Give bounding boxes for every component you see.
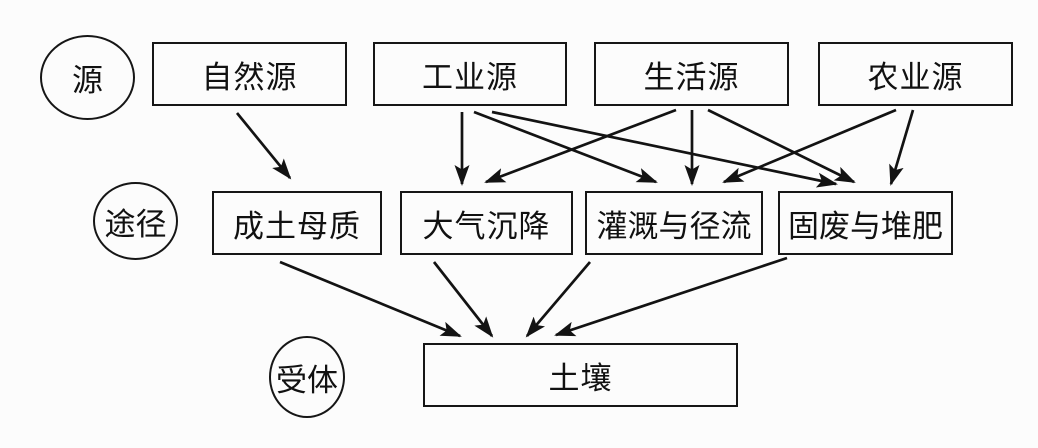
edge-domestic-to-solid-waste-compost	[707, 108, 856, 184]
row-label-pathways: 途径	[93, 182, 178, 260]
node-solid-waste-compost: 固废与堆肥	[778, 191, 953, 255]
node-irrigation-runoff: 灌溉与径流	[585, 191, 763, 255]
edge-atmospheric-deposition-to-soil	[432, 261, 494, 338]
edge-natural-to-parent-material	[235, 112, 292, 180]
edge-parent-material-to-soil	[279, 260, 462, 338]
node-agricultural-source: 农业源	[818, 42, 1013, 106]
node-parent-material: 成土母质	[212, 191, 382, 255]
row-label-sources: 源	[40, 35, 135, 120]
node-atmospheric-deposition: 大气沉降	[400, 191, 573, 255]
node-domestic-source: 生活源	[594, 42, 789, 106]
node-industrial-source: 工业源	[373, 42, 567, 106]
node-soil: 土壤	[423, 343, 738, 407]
edge-industry-to-solid-waste-compost	[491, 110, 838, 188]
edge-solid-waste-compost-to-soil	[554, 256, 788, 337]
row-label-receptor: 受体	[269, 336, 345, 418]
edge-irrigation-runoff-to-soil	[525, 261, 592, 338]
node-natural-source: 自然源	[152, 42, 347, 106]
edge-industry-to-irrigation-runoff	[473, 110, 658, 184]
edge-agriculture-to-irrigation-runoff	[722, 108, 897, 184]
edge-agriculture-to-solid-waste-compost	[889, 109, 915, 186]
edge-domestic-to-atmospheric-deposition	[484, 108, 677, 184]
